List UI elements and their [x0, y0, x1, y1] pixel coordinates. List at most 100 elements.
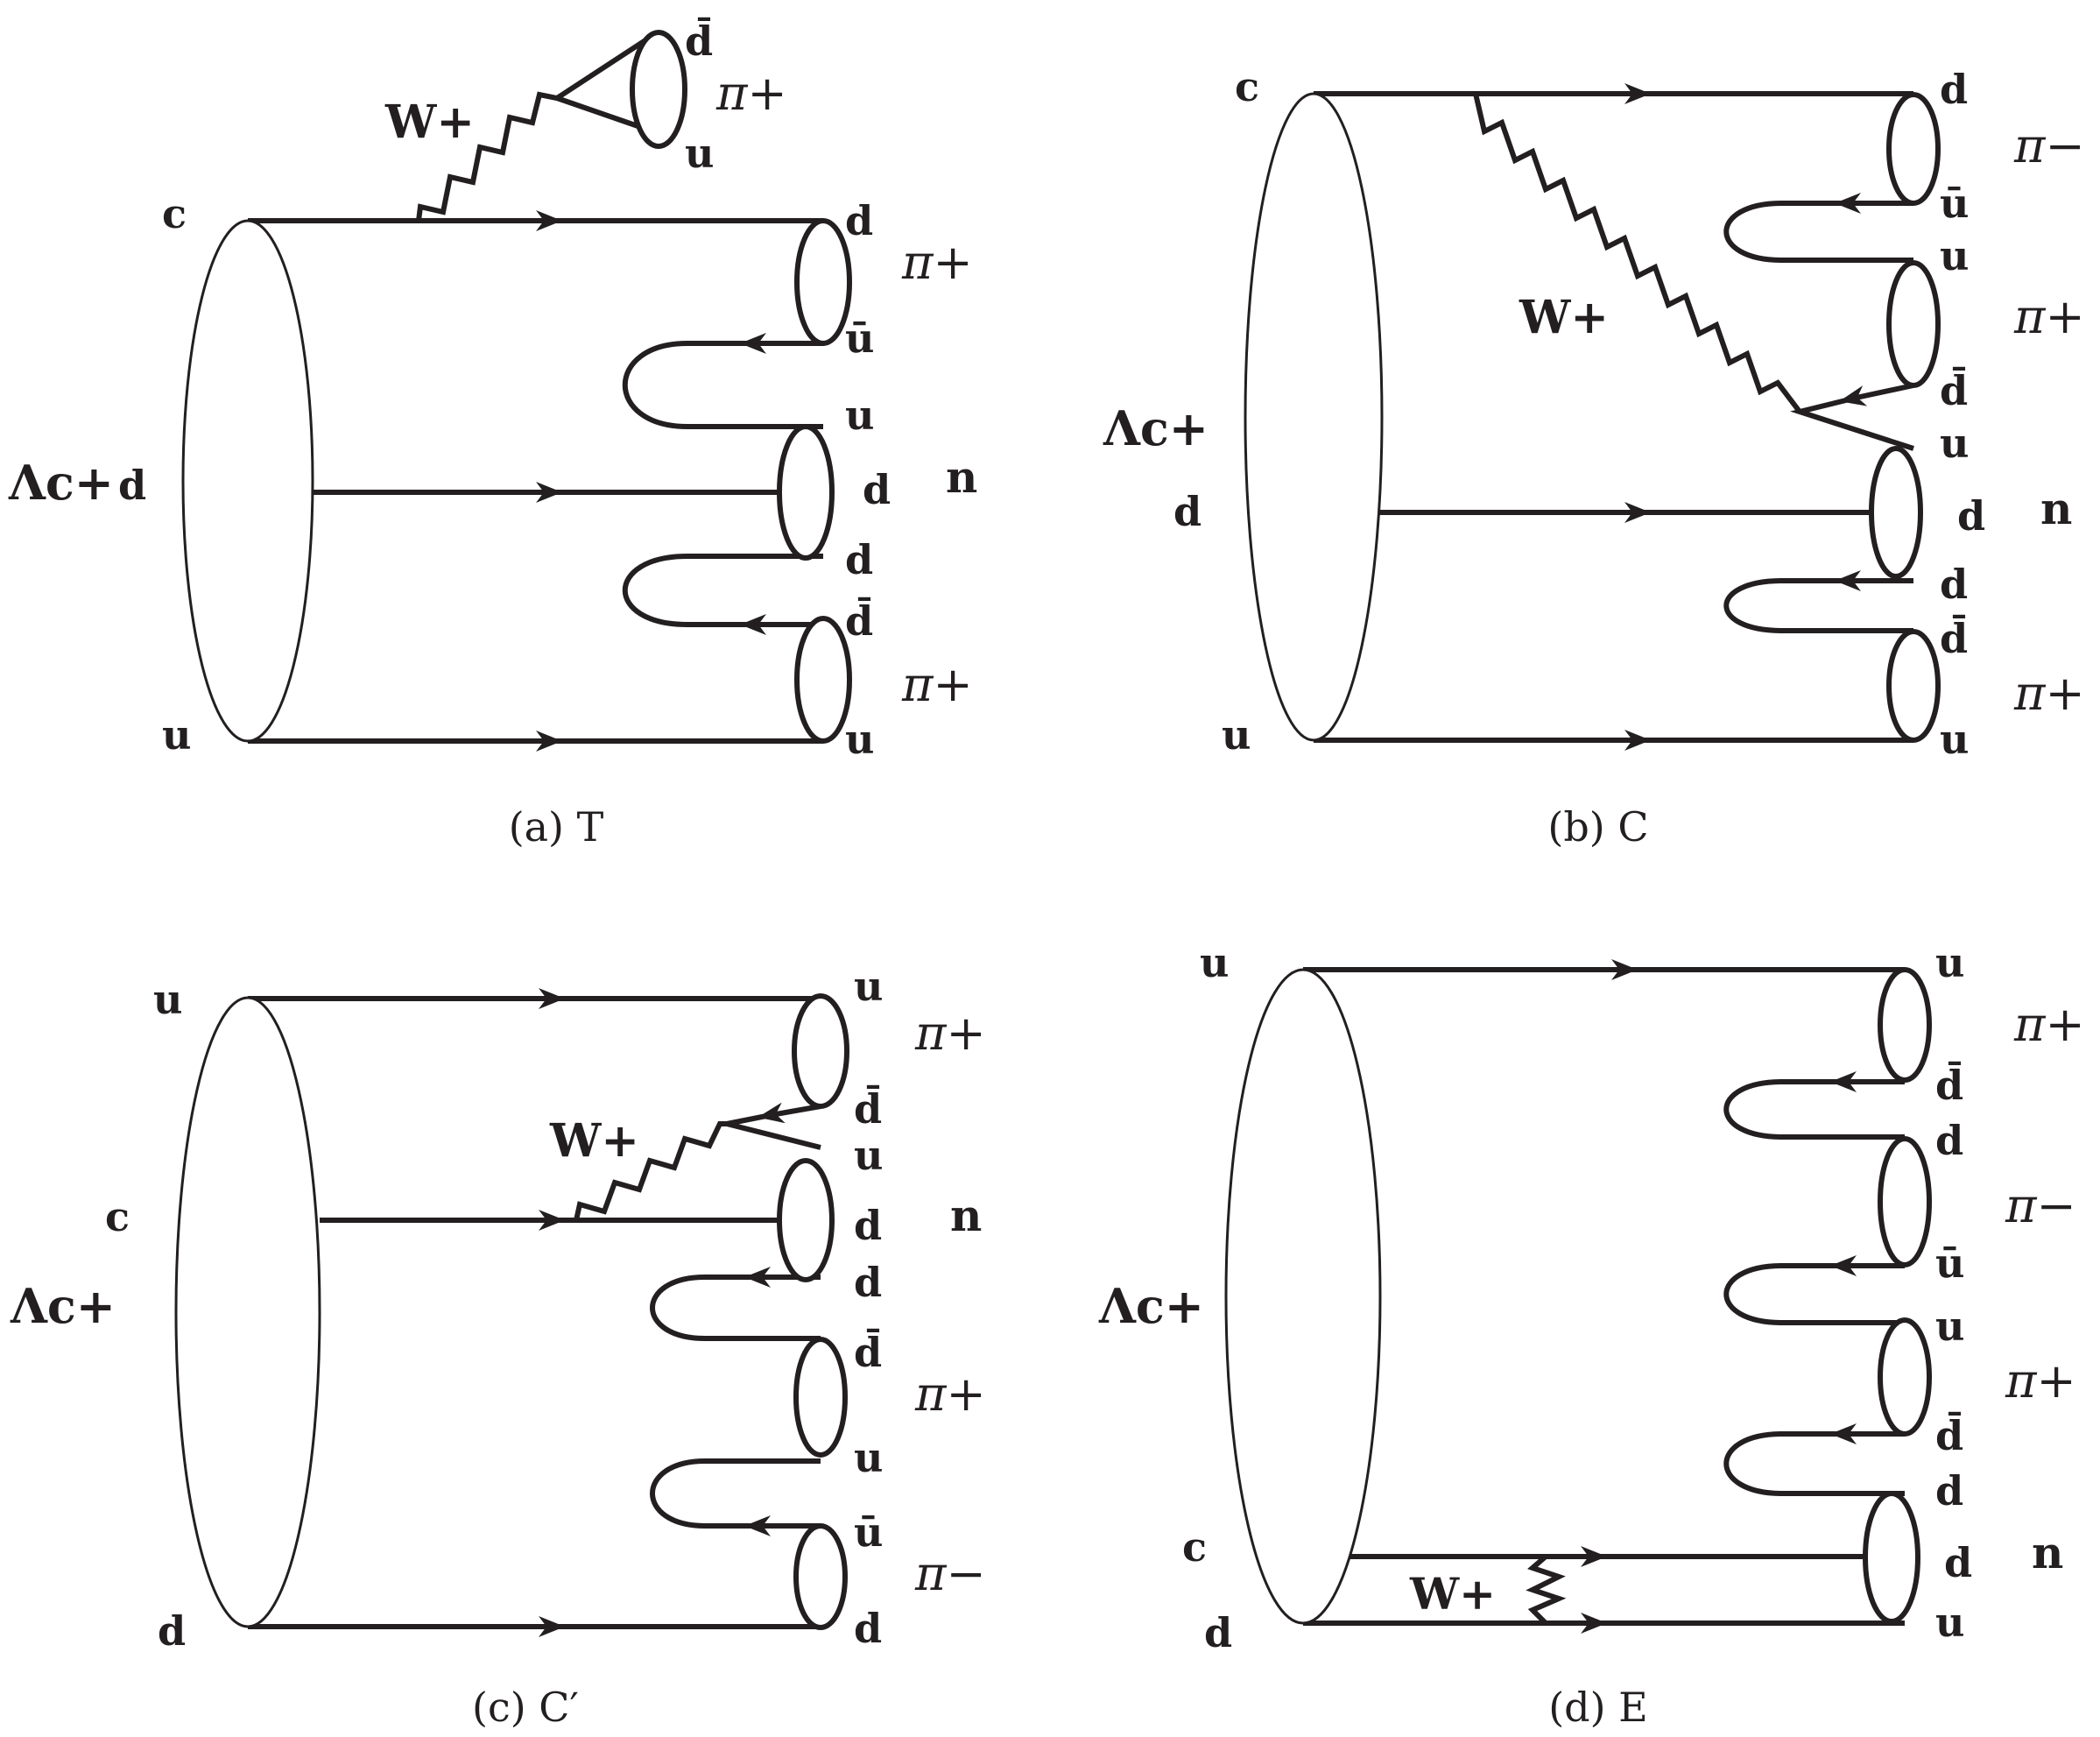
quark-label: u: [1935, 1599, 1964, 1646]
quark-label: d: [1944, 1539, 1972, 1586]
baryon-label: Λc+: [10, 1278, 116, 1334]
hadron-label: π+: [2013, 666, 2085, 721]
hadron-label: n: [950, 1190, 982, 1241]
panel-b: c d u Λc+ W+ d ū u d̄ u d d d̄ u π− π+ n…: [1103, 63, 2085, 851]
quark-label: u: [1940, 232, 1969, 279]
hadron-label: π+: [2005, 1353, 2076, 1409]
neutron-ellipse: [777, 1158, 835, 1282]
quark-label: d̄: [685, 17, 713, 65]
quark-label: d̄: [854, 1084, 882, 1133]
quark-label: u: [845, 716, 874, 763]
hadron-label: π+: [914, 1366, 986, 1422]
w-boson-label: W+: [549, 1114, 639, 1168]
pion-ellipse: [1886, 92, 1941, 206]
quark-label: d̄: [854, 1328, 882, 1376]
hadron-label: n: [946, 451, 977, 503]
panel-caption: (d) E: [1548, 1684, 1648, 1731]
quark-label: d̄: [845, 597, 873, 645]
quark-label: d: [854, 1202, 882, 1249]
quark-lines: [248, 988, 821, 1637]
quark-label: d̄: [1935, 1411, 1963, 1459]
neutron-ellipse: [1869, 446, 1923, 579]
hadron-label: π+: [914, 1006, 986, 1061]
panel-a: c d u Λc+ W+ d̄ u π+ d ū u d d d̄ u π+ n…: [8, 17, 977, 851]
quark-label: d: [1940, 66, 1968, 113]
pion-ellipse: [794, 218, 852, 346]
quark-label: d: [1935, 1467, 1963, 1515]
hadron-label: π+: [715, 66, 787, 121]
quark-label: u: [854, 1434, 883, 1481]
hadron-label: π+: [901, 657, 973, 712]
hadron-label: π+: [2013, 289, 2085, 344]
quark-lines: [1314, 83, 1914, 751]
baryon-label: Λc+: [1098, 1278, 1204, 1334]
baryon-ellipse: [181, 219, 314, 743]
baryon-label: Λc+: [8, 455, 114, 511]
quark-label: d: [854, 1259, 882, 1306]
quark-label: u: [845, 392, 874, 439]
quark-label: u: [1935, 939, 1964, 986]
quark-label: d: [845, 536, 873, 583]
quark-label: u: [685, 130, 714, 177]
hadron-label: π−: [914, 1546, 986, 1601]
quark-label: d: [1204, 1609, 1232, 1656]
quark-label: u: [1940, 716, 1969, 763]
baryon-ellipse: [1224, 968, 1382, 1625]
quark-label: c: [105, 1193, 130, 1240]
quark-label: c: [1182, 1523, 1207, 1571]
pion-ellipse: [1886, 260, 1941, 388]
quark-label: c: [1235, 63, 1259, 110]
hadron-label: π−: [2005, 1178, 2076, 1233]
quark-label: d: [1173, 488, 1202, 535]
quark-label: d̄: [1940, 614, 1968, 662]
pion-ellipse: [1878, 1136, 1932, 1267]
quark-label: u: [854, 1132, 883, 1179]
quark-label: ū: [854, 1508, 883, 1556]
quark-label: u: [162, 711, 191, 759]
panel-c: u c d Λc+ W+ u d̄ u d d d̄ u ū d π+ n π+…: [10, 963, 986, 1731]
quark-label: d: [845, 197, 873, 244]
pion-ellipse: [1886, 629, 1941, 743]
neutron-ellipse: [1863, 1491, 1920, 1624]
hadron-label: π−: [2013, 118, 2085, 173]
panel-caption: (c) C′: [472, 1684, 579, 1731]
pion-ellipse: [1878, 967, 1932, 1083]
quark-label: u: [1940, 420, 1969, 467]
pion-ellipse: [794, 616, 852, 744]
quark-label: d: [863, 466, 891, 513]
quark-lines: [1303, 959, 1905, 1634]
w-boson-label: W+: [1519, 291, 1609, 344]
quark-label: d: [118, 462, 146, 509]
quark-label: d̄: [1940, 366, 1968, 414]
panel-caption: (b) C: [1547, 803, 1648, 851]
quark-label: u: [854, 963, 883, 1010]
hadron-label: π+: [2013, 997, 2085, 1052]
quark-label: u: [1200, 939, 1229, 986]
quark-label: u: [1222, 711, 1251, 759]
quark-label: ū: [1940, 180, 1969, 227]
pion-ellipse: [792, 993, 849, 1109]
hadron-label: n: [2032, 1527, 2063, 1578]
quark-label: d: [1957, 492, 1985, 540]
w-boson-label: W+: [384, 95, 475, 149]
quark-label: d: [854, 1605, 882, 1652]
pion-ellipse: [793, 1337, 848, 1458]
quark-lines: [248, 36, 823, 752]
quark-label: ū: [1935, 1239, 1964, 1287]
quark-label: c: [162, 190, 187, 237]
quark-label: u: [1935, 1303, 1964, 1350]
hadron-label: n: [2040, 483, 2072, 534]
hadron-label: π+: [901, 235, 973, 290]
quark-label: ū: [845, 314, 874, 362]
quark-label: u: [153, 976, 182, 1023]
pion-ellipse: [1878, 1317, 1932, 1437]
quark-label: d̄: [1935, 1061, 1963, 1109]
w-boson-label: W+: [1409, 1568, 1496, 1620]
quark-label: d: [1935, 1117, 1963, 1164]
pion-ellipse: [630, 30, 687, 149]
quark-label: d: [158, 1607, 186, 1655]
panel-caption: (a) T: [509, 803, 604, 851]
baryon-label: Λc+: [1103, 400, 1209, 456]
quark-label: d: [1940, 561, 1968, 608]
